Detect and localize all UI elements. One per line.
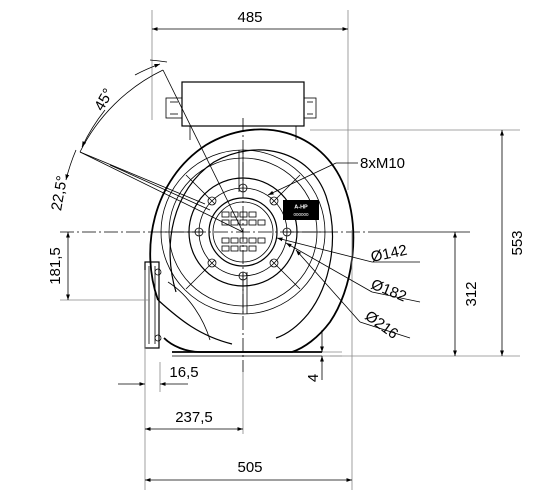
dim-top-width: 485 bbox=[237, 9, 262, 26]
dim-offset-16: 16,5 bbox=[169, 364, 198, 381]
rating-plate-line2: 000000 bbox=[293, 212, 309, 217]
center-lines bbox=[60, 118, 380, 372]
rating-plate bbox=[283, 200, 319, 220]
volute-inner bbox=[169, 149, 334, 339]
dim-foot: 4 bbox=[305, 374, 322, 382]
dim-offset-237: 237,5 bbox=[175, 409, 213, 426]
dim-bolts: 8xM10 bbox=[360, 155, 405, 172]
angle-construction bbox=[65, 59, 244, 233]
dim-dia-216: Ø216 bbox=[362, 307, 402, 342]
dim-left-181: 181,5 bbox=[47, 247, 64, 285]
dim-height-553: 553 bbox=[509, 230, 526, 255]
dimension-lines bbox=[66, 27, 504, 482]
cable-gland-right bbox=[303, 97, 317, 119]
fan-housing: A-HP 000000 bbox=[144, 81, 355, 357]
cable-gland-left bbox=[165, 97, 183, 119]
dim-height-312: 312 bbox=[463, 281, 480, 306]
hub-vents bbox=[221, 211, 266, 252]
dim-bottom-width: 505 bbox=[237, 459, 262, 476]
rating-plate-line1: A-HP bbox=[294, 205, 308, 211]
dim-angle-22: 22,5° bbox=[48, 174, 71, 212]
leader-lines bbox=[79, 151, 421, 339]
dim-dia-182: Ø182 bbox=[369, 276, 409, 306]
dimension-labels: 485 505 237,5 16,5 4 553 312 181,5 45° 2… bbox=[47, 9, 526, 476]
dim-angle-45: 45° bbox=[91, 86, 117, 114]
